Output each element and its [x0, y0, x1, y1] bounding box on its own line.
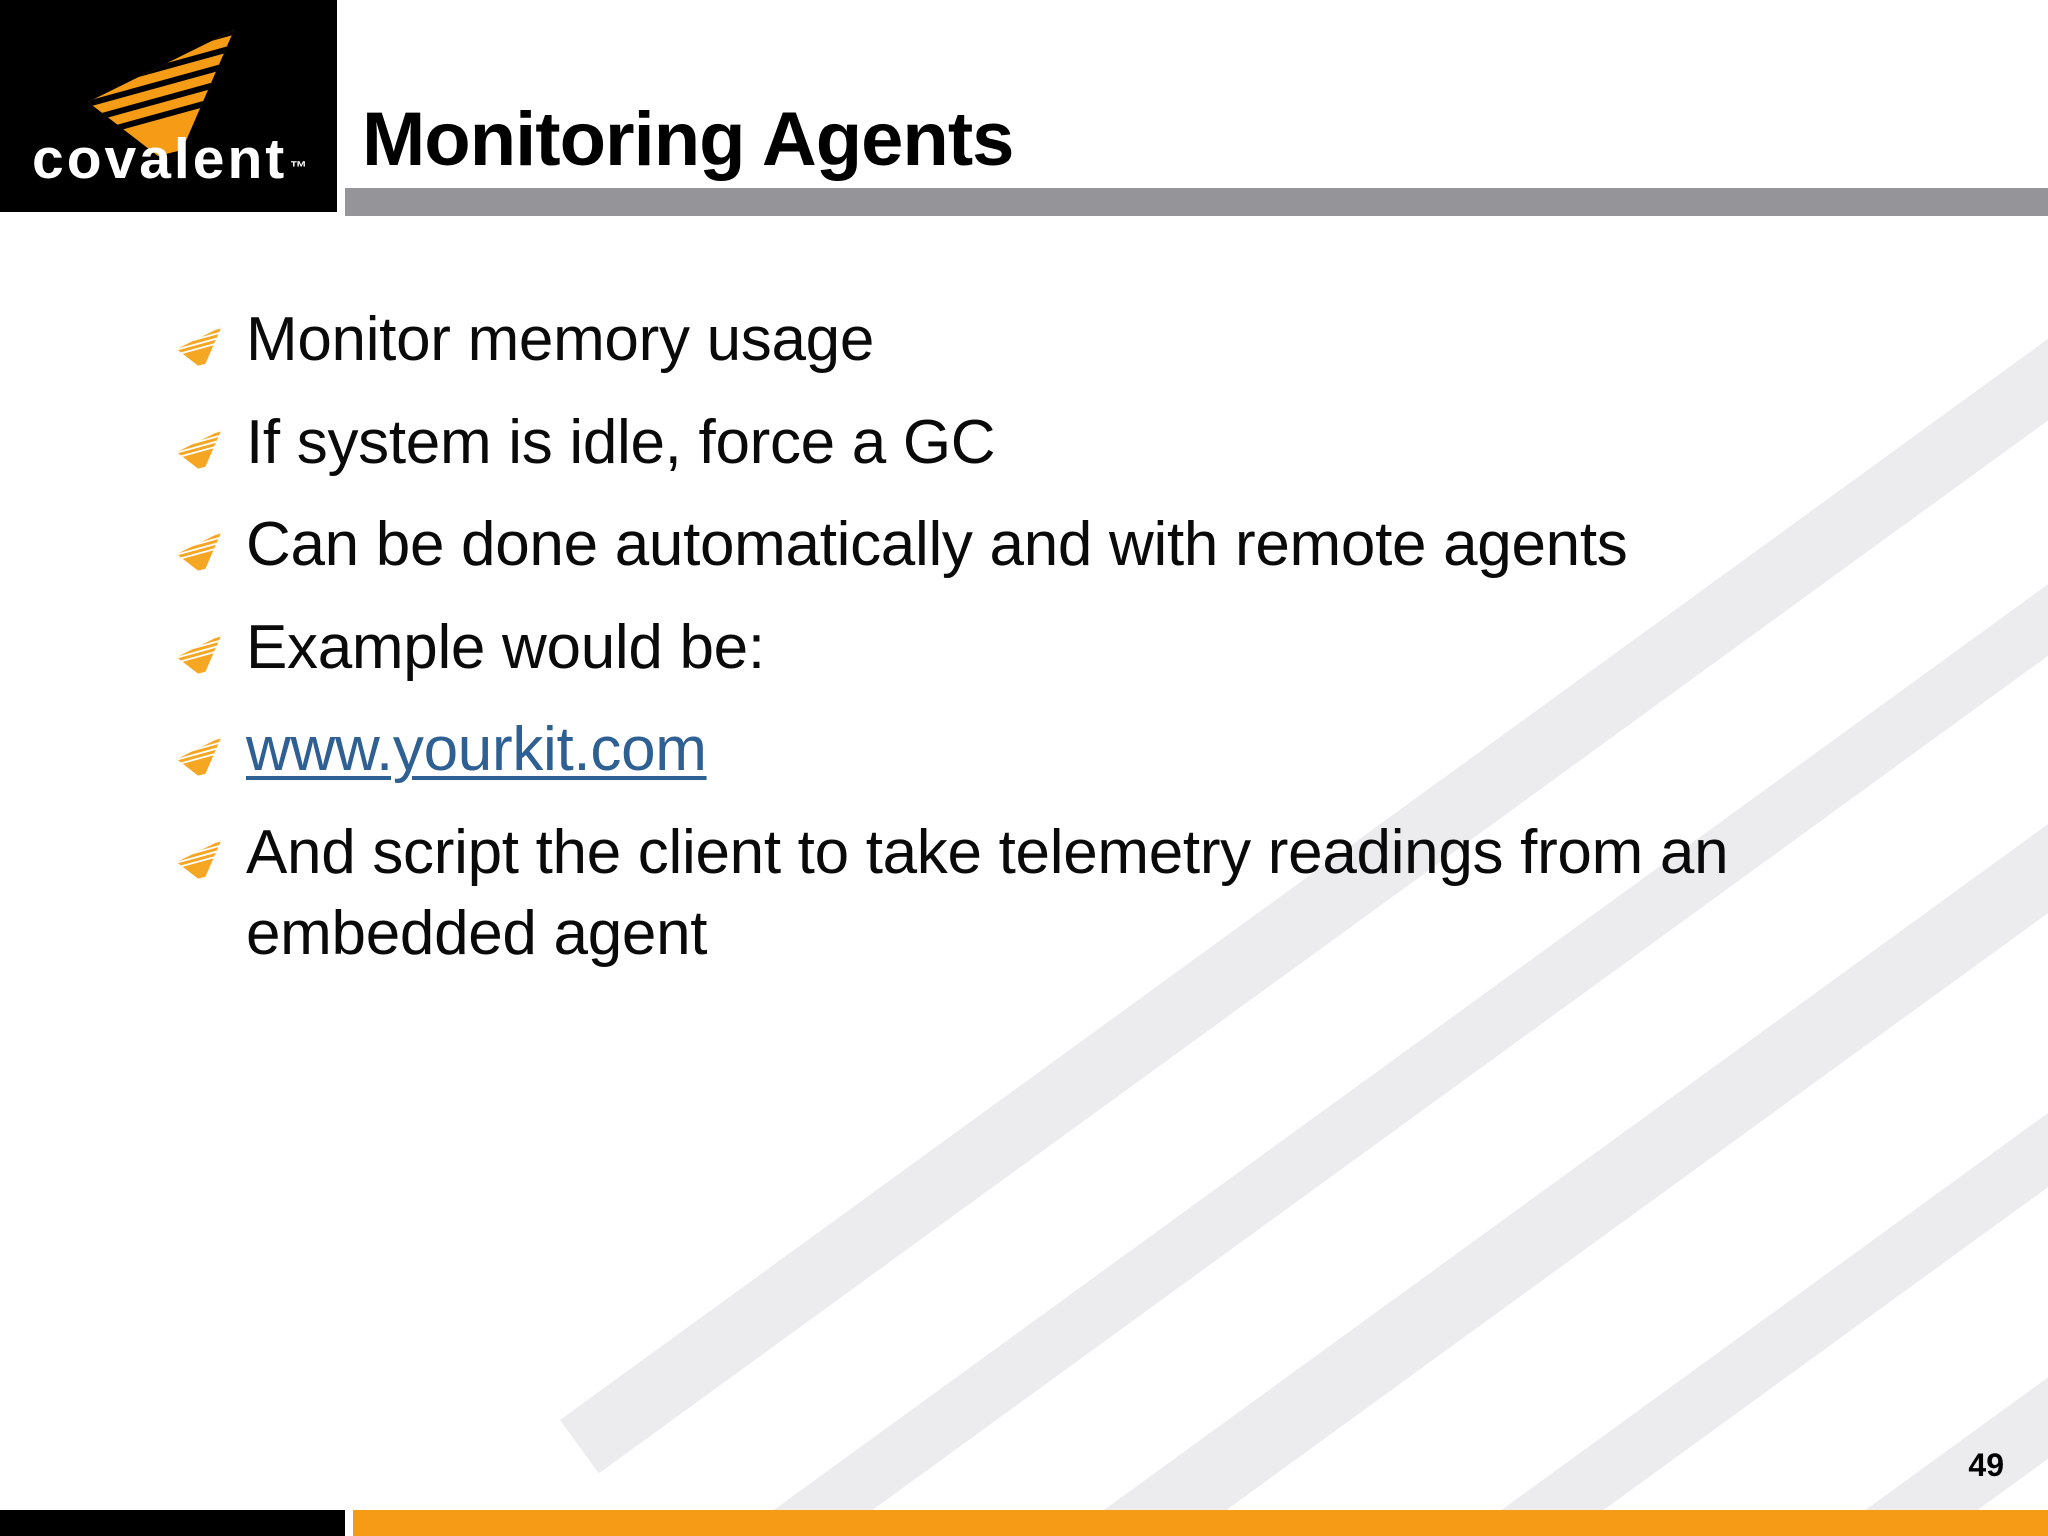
slide-title: Monitoring Agents [362, 97, 1014, 182]
title-underline-rule [345, 188, 2048, 216]
footer-orange-bar [353, 1510, 2048, 1536]
bullet-text: Example would be: [246, 612, 765, 682]
orange-wedge-bullet-icon [176, 326, 222, 366]
covalent-wordmark: covalent [32, 127, 288, 191]
slide-body: Monitor memory usage If system is idle, … [0, 300, 2048, 996]
page-number: 49 [1968, 1447, 2004, 1483]
bullet-item: Can be done automatically and with remot… [0, 505, 2048, 586]
bullet-item: If system is idle, force a GC [0, 403, 2048, 484]
bullet-item-link: www.yourkit.com [0, 710, 2048, 791]
bullet-item: And script the client to take telemetry … [0, 813, 2048, 974]
orange-wedge-bullet-icon [176, 429, 222, 469]
hyperlink-yourkit[interactable]: www.yourkit.com [246, 715, 707, 785]
orange-wedge-bullet-icon [176, 839, 222, 879]
bullet-item: Monitor memory usage [0, 300, 2048, 381]
bullet-text: Monitor memory usage [246, 305, 875, 374]
bullet-text: If system is idle, force a GC [246, 407, 996, 477]
orange-wedge-bullet-icon [176, 634, 222, 674]
bullet-text: And script the client to take telemetry … [246, 817, 1729, 968]
bullet-item: Example would be: [0, 608, 2048, 689]
orange-wedge-bullet-icon [176, 532, 222, 571]
bullet-text: Can be done automatically and with remot… [246, 510, 1628, 580]
footer-black-bar [0, 1510, 345, 1536]
covalent-logo-box: covalent ™ [0, 0, 337, 212]
covalent-wedge-logo-icon [88, 30, 234, 156]
orange-wedge-bullet-icon [176, 737, 222, 777]
trademark-symbol: ™ [290, 158, 307, 177]
